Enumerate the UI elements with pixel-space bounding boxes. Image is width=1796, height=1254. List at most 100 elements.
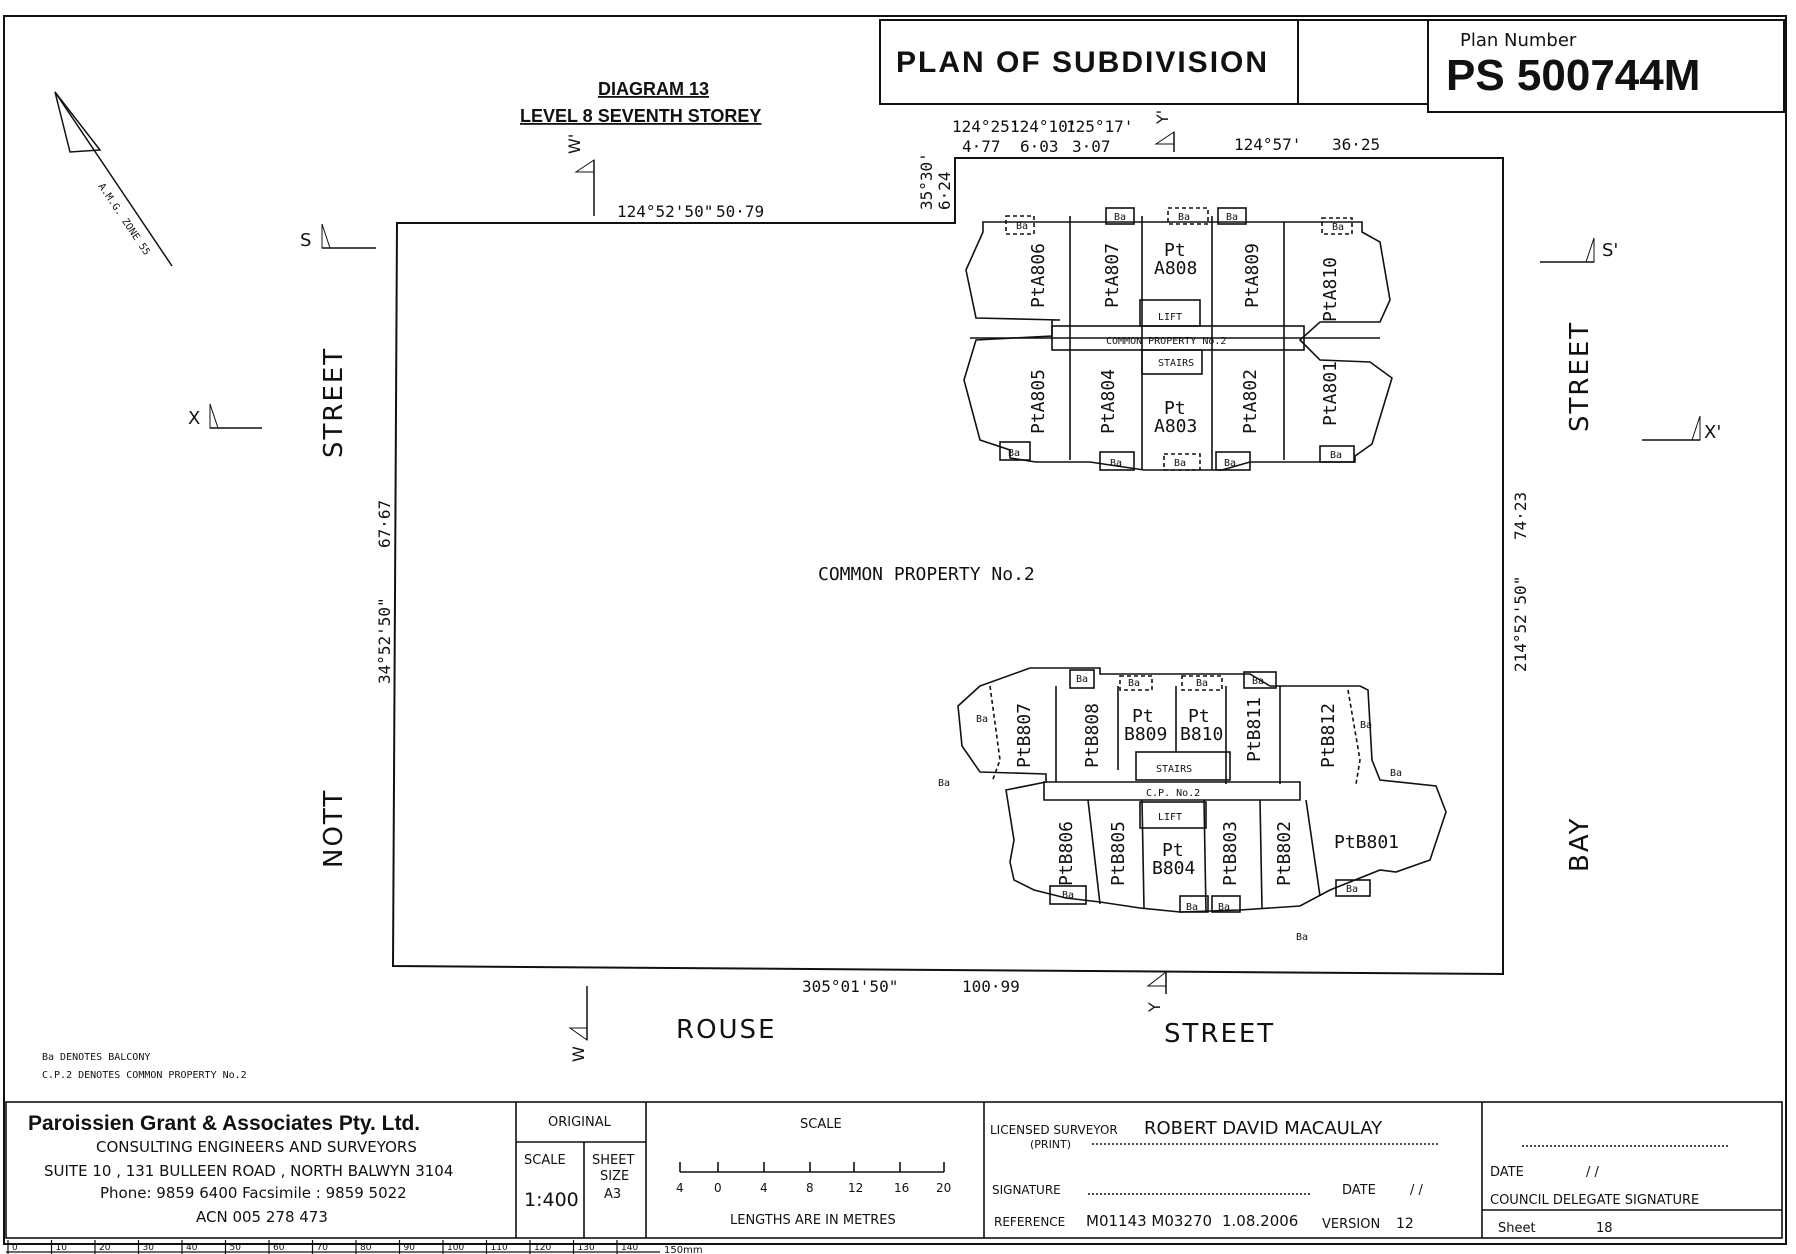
dim-right-length: 74·23 bbox=[1511, 492, 1530, 540]
version-label: VERSION bbox=[1322, 1217, 1380, 1232]
lot-pta801: PtA801 bbox=[1320, 361, 1341, 426]
dim-bottom-bearing: 305°01'50" bbox=[802, 977, 898, 996]
svg-text:Ba: Ba bbox=[1296, 932, 1308, 943]
svg-text:4: 4 bbox=[676, 1181, 684, 1195]
svg-text:Ba: Ba bbox=[1110, 458, 1122, 469]
reference-value: M01143 M03270 bbox=[1086, 1212, 1212, 1230]
sheet-value: 18 bbox=[1596, 1221, 1613, 1236]
section-marker-x: X bbox=[188, 403, 262, 429]
lot-pt-b809-a: Pt bbox=[1132, 706, 1154, 727]
svg-text:8: 8 bbox=[806, 1181, 814, 1195]
ruler-tick-label: 60 bbox=[273, 1243, 285, 1253]
ruler-end-label: 150mm bbox=[664, 1245, 703, 1254]
lot-ptb811: PtB811 bbox=[1244, 697, 1265, 762]
lot-pt-a808-b: A808 bbox=[1154, 258, 1197, 279]
section-marker-x-prime: X' bbox=[1642, 415, 1721, 443]
lot-ptb802: PtB802 bbox=[1274, 821, 1295, 886]
plan-title: PLAN OF SUBDIVISION bbox=[896, 46, 1269, 79]
firm-line5: ACN 005 278 473 bbox=[196, 1208, 328, 1226]
svg-text:Ba: Ba bbox=[1008, 448, 1020, 459]
svg-text:16: 16 bbox=[894, 1181, 909, 1195]
title-block bbox=[5, 1101, 1783, 1239]
lot-pta805: PtA805 bbox=[1028, 369, 1049, 434]
lift-label: LIFT bbox=[1158, 312, 1182, 323]
section-marker-y-prime: Y' bbox=[1153, 110, 1175, 152]
lift-label-b: LIFT bbox=[1158, 812, 1182, 823]
ruler-tick-label: 50 bbox=[230, 1243, 242, 1253]
ruler-tick-label: 130 bbox=[578, 1243, 595, 1253]
lot-pt-a803-b: A803 bbox=[1154, 416, 1197, 437]
dim-step-bearing: 35°30' bbox=[917, 152, 936, 210]
sheet-size-value: A3 bbox=[604, 1187, 621, 1202]
lot-ptb803: PtB803 bbox=[1220, 821, 1241, 886]
date-label: DATE bbox=[1342, 1183, 1376, 1198]
ruler-tick-label: 40 bbox=[186, 1243, 198, 1253]
scale-label: SCALE bbox=[524, 1153, 566, 1168]
ruler-tick-label: 90 bbox=[404, 1243, 416, 1253]
ruler-tick-label: 30 bbox=[143, 1243, 155, 1253]
sheet-size-label2: SIZE bbox=[600, 1169, 629, 1184]
cp-upper-label: COMMON PROPERTY No.2 bbox=[1106, 336, 1226, 347]
street-nott: NOTT bbox=[319, 789, 349, 868]
dim-seg3-bearing: 125°17' bbox=[1066, 117, 1133, 136]
dim-top-left-bearing: 124°52'50" bbox=[617, 202, 713, 221]
lot-pta809: PtA809 bbox=[1242, 243, 1263, 308]
firm-line3: SUITE 10 , 131 BULLEEN ROAD , NORTH BALW… bbox=[44, 1162, 453, 1180]
surveyor-name: ROBERT DAVID MACAULAY bbox=[1144, 1118, 1383, 1139]
svg-text:Ba: Ba bbox=[1114, 212, 1126, 223]
lot-ptb806: PtB806 bbox=[1056, 821, 1077, 886]
lot-pt-b810-b: B810 bbox=[1180, 724, 1223, 745]
svg-text:X: X bbox=[188, 408, 200, 429]
dim-bottom-length: 100·99 bbox=[962, 977, 1020, 996]
svg-text:Ba: Ba bbox=[1390, 768, 1402, 779]
svg-text:Ba: Ba bbox=[1062, 890, 1074, 901]
svg-text:Ba: Ba bbox=[1360, 720, 1372, 731]
surveyor-label: LICENSED SURVEYOR bbox=[990, 1123, 1118, 1137]
street-rouse: ROUSE bbox=[676, 1015, 777, 1045]
ruler-tick-label: 140 bbox=[621, 1243, 638, 1253]
svg-text:Ba: Ba bbox=[1076, 674, 1088, 685]
svg-text:S: S bbox=[300, 230, 311, 251]
reference-label: REFERENCE bbox=[994, 1215, 1065, 1229]
svg-text:Ba: Ba bbox=[1332, 222, 1344, 233]
date-value: / / bbox=[1410, 1183, 1424, 1198]
lot-pt-b810-a: Pt bbox=[1188, 706, 1210, 727]
lot-pta804: PtA804 bbox=[1098, 369, 1119, 434]
svg-text:Ba: Ba bbox=[1178, 212, 1190, 223]
svg-text:Ba: Ba bbox=[1226, 212, 1238, 223]
dim-left-bearing: 34°52'50" bbox=[375, 597, 394, 684]
signature-label: SIGNATURE bbox=[992, 1183, 1061, 1197]
scale-bar bbox=[679, 1162, 945, 1173]
street-bay-street: STREET bbox=[1565, 321, 1595, 432]
lot-pta807: PtA807 bbox=[1102, 243, 1123, 308]
dim-top-right-length: 36·25 bbox=[1332, 135, 1380, 154]
lot-pta810: PtA810 bbox=[1320, 257, 1341, 322]
svg-text:Ba: Ba bbox=[1128, 678, 1140, 689]
section-marker-s-prime: S' bbox=[1540, 237, 1618, 263]
svg-text:S': S' bbox=[1602, 240, 1618, 261]
council-date-label: DATE bbox=[1490, 1165, 1524, 1180]
lot-ptb807: PtB807 bbox=[1014, 703, 1035, 768]
version-value: 12 bbox=[1396, 1216, 1414, 1232]
street-rouse-street: STREET bbox=[1164, 1019, 1275, 1049]
svg-text:Ba: Ba bbox=[938, 778, 950, 789]
lot-ptb808: PtB808 bbox=[1082, 703, 1103, 768]
svg-text:Y: Y bbox=[1145, 1002, 1164, 1013]
svg-text:Ba: Ba bbox=[1174, 458, 1186, 469]
svg-text:Ba: Ba bbox=[976, 714, 988, 725]
common-property-label: COMMON PROPERTY No.2 bbox=[818, 564, 1035, 585]
lot-ptb805: PtB805 bbox=[1108, 821, 1129, 886]
dim-step-length: 6·24 bbox=[935, 171, 954, 210]
firm-name: Paroissien Grant & Associates Pty. Ltd. bbox=[28, 1112, 420, 1135]
building-a bbox=[963, 207, 1393, 471]
note-cp: C.P.2 DENOTES COMMON PROPERTY No.2 bbox=[42, 1070, 247, 1081]
svg-text:Ba: Ba bbox=[1186, 902, 1198, 913]
ruler-tick-label: 100 bbox=[447, 1243, 464, 1253]
stairs-label-b: STAIRS bbox=[1156, 764, 1192, 775]
lot-ptb812: PtB812 bbox=[1318, 703, 1339, 768]
ruler-tick-label: 70 bbox=[317, 1243, 329, 1253]
svg-text:Ba: Ba bbox=[1016, 221, 1028, 232]
lot-pt-a803-a: Pt bbox=[1164, 398, 1186, 419]
